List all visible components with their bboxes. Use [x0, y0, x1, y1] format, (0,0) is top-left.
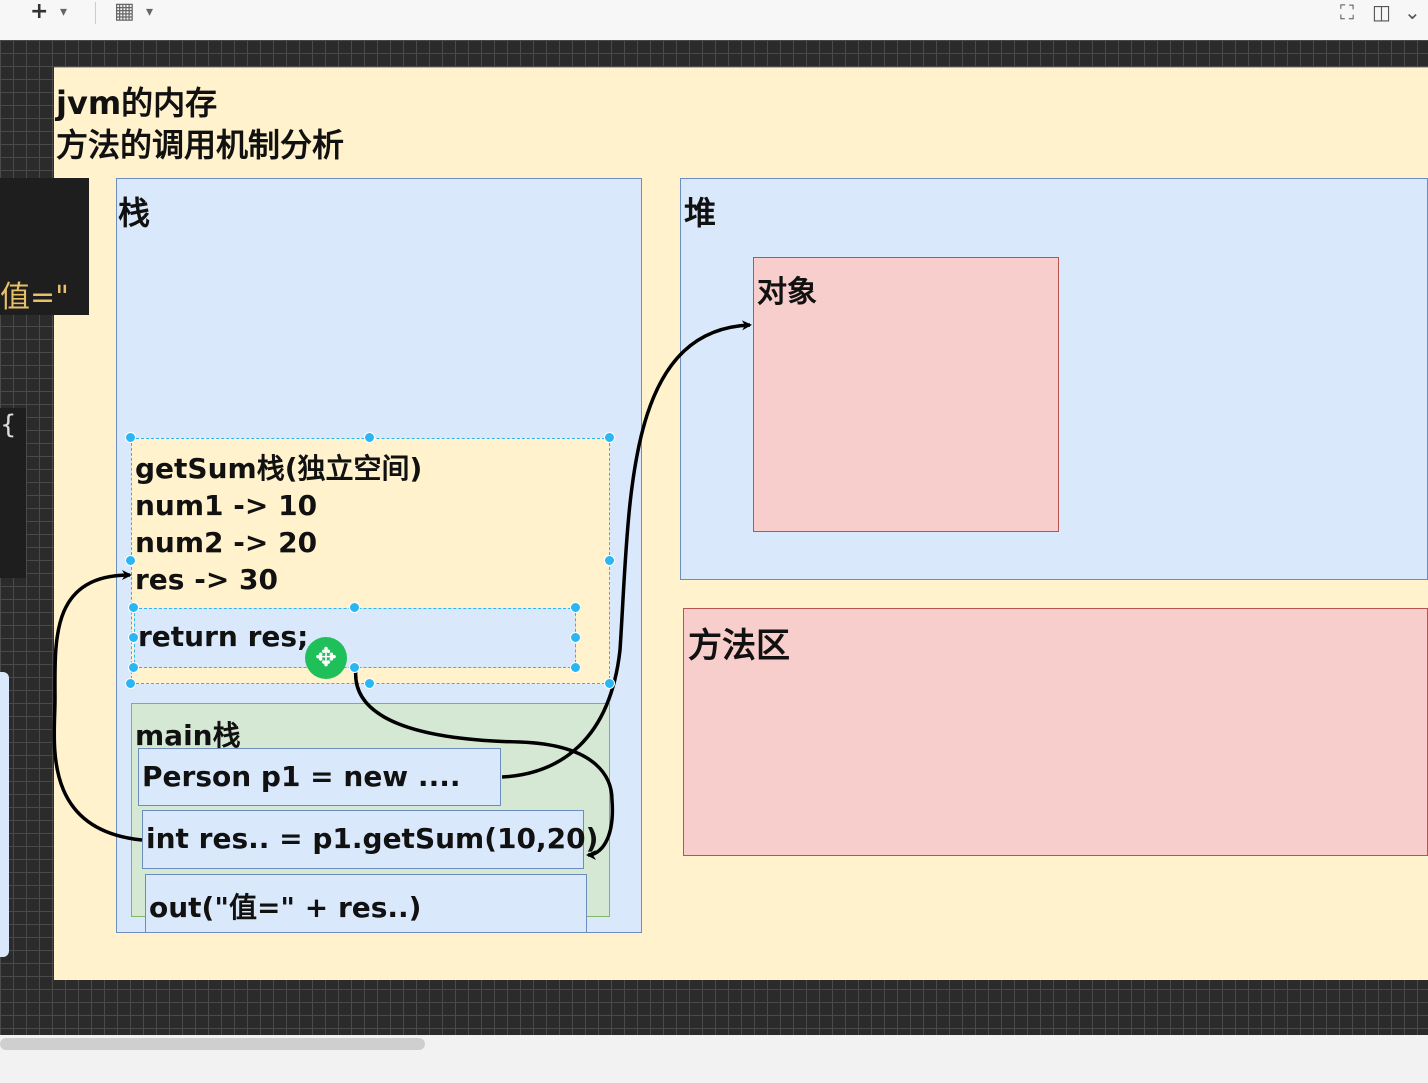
fullscreen-icon[interactable]: ⛶	[1340, 0, 1354, 24]
heap-label: 堆	[684, 194, 717, 232]
arrow-call-to-getsum	[52, 570, 143, 842]
arrow-new-to-object	[501, 320, 752, 779]
table-icon[interactable]: ▦	[114, 0, 135, 24]
return-text: return res;	[138, 620, 309, 653]
stack-label: 栈	[118, 194, 151, 232]
method-area[interactable]	[683, 608, 1428, 856]
move-icon[interactable]: ✥	[305, 637, 347, 679]
resize-handle-w[interactable]	[125, 555, 136, 566]
panel-icon[interactable]: ◫	[1372, 0, 1391, 24]
return-handle-n[interactable]	[349, 602, 360, 613]
return-handle-e[interactable]	[570, 632, 581, 643]
toolbar: + ▾ ▦ ▾ ⛶ ◫ ⌄	[0, 0, 1428, 41]
object-label: 对象	[757, 275, 817, 310]
side-code-panel-2	[0, 408, 26, 578]
main-statement-new-text: Person p1 = new ....	[142, 760, 461, 793]
getsum-title: getSum栈(独立空间)	[135, 452, 423, 485]
method-area-label: 方法区	[688, 626, 790, 666]
main-statement-out-text: out("值=" + res..)	[149, 891, 422, 924]
main-statement-call-text: int res.. = p1.getSum(10,20)	[146, 822, 599, 855]
main-label: main栈	[135, 719, 241, 752]
main-statement-call[interactable]	[142, 810, 584, 869]
getsum-res: res -> 30	[135, 563, 279, 596]
table-dropdown-icon[interactable]: ▾	[146, 4, 154, 20]
main-statement-new[interactable]	[138, 748, 501, 806]
resize-handle-e[interactable]	[604, 555, 615, 566]
arrow-return-to-call	[354, 667, 615, 860]
resize-handle-nw[interactable]	[125, 432, 136, 443]
resize-handle-sw[interactable]	[125, 678, 136, 689]
add-icon[interactable]: +	[30, 0, 49, 24]
return-handle-w[interactable]	[128, 632, 139, 643]
diagram-title-line1: jvm的内存	[56, 84, 218, 122]
add-dropdown-icon[interactable]: ▾	[60, 4, 68, 20]
resize-handle-n[interactable]	[364, 432, 375, 443]
main-statement-out[interactable]	[145, 874, 587, 933]
side-shape-edge	[0, 672, 9, 957]
side-code-text: 值="	[0, 280, 69, 315]
side-code-panel	[0, 178, 89, 315]
getsum-num2: num2 -> 20	[135, 526, 318, 559]
return-handle-se[interactable]	[570, 662, 581, 673]
resize-handle-s[interactable]	[364, 678, 375, 689]
resize-handle-ne[interactable]	[604, 432, 615, 443]
collapse-icon[interactable]: ⌄	[1404, 0, 1421, 24]
return-handle-s[interactable]	[349, 662, 360, 673]
toolbar-divider	[95, 2, 96, 24]
horizontal-scrollbar[interactable]	[0, 1038, 425, 1050]
return-handle-ne[interactable]	[570, 602, 581, 613]
diagram-title-line2: 方法的调用机制分析	[56, 126, 345, 164]
return-box[interactable]	[134, 608, 576, 668]
getsum-num1: num1 -> 10	[135, 489, 318, 522]
return-handle-nw[interactable]	[128, 602, 139, 613]
side-brace: {	[0, 410, 17, 440]
return-handle-sw[interactable]	[128, 662, 139, 673]
resize-handle-se[interactable]	[604, 678, 615, 689]
object-box[interactable]	[753, 257, 1059, 532]
